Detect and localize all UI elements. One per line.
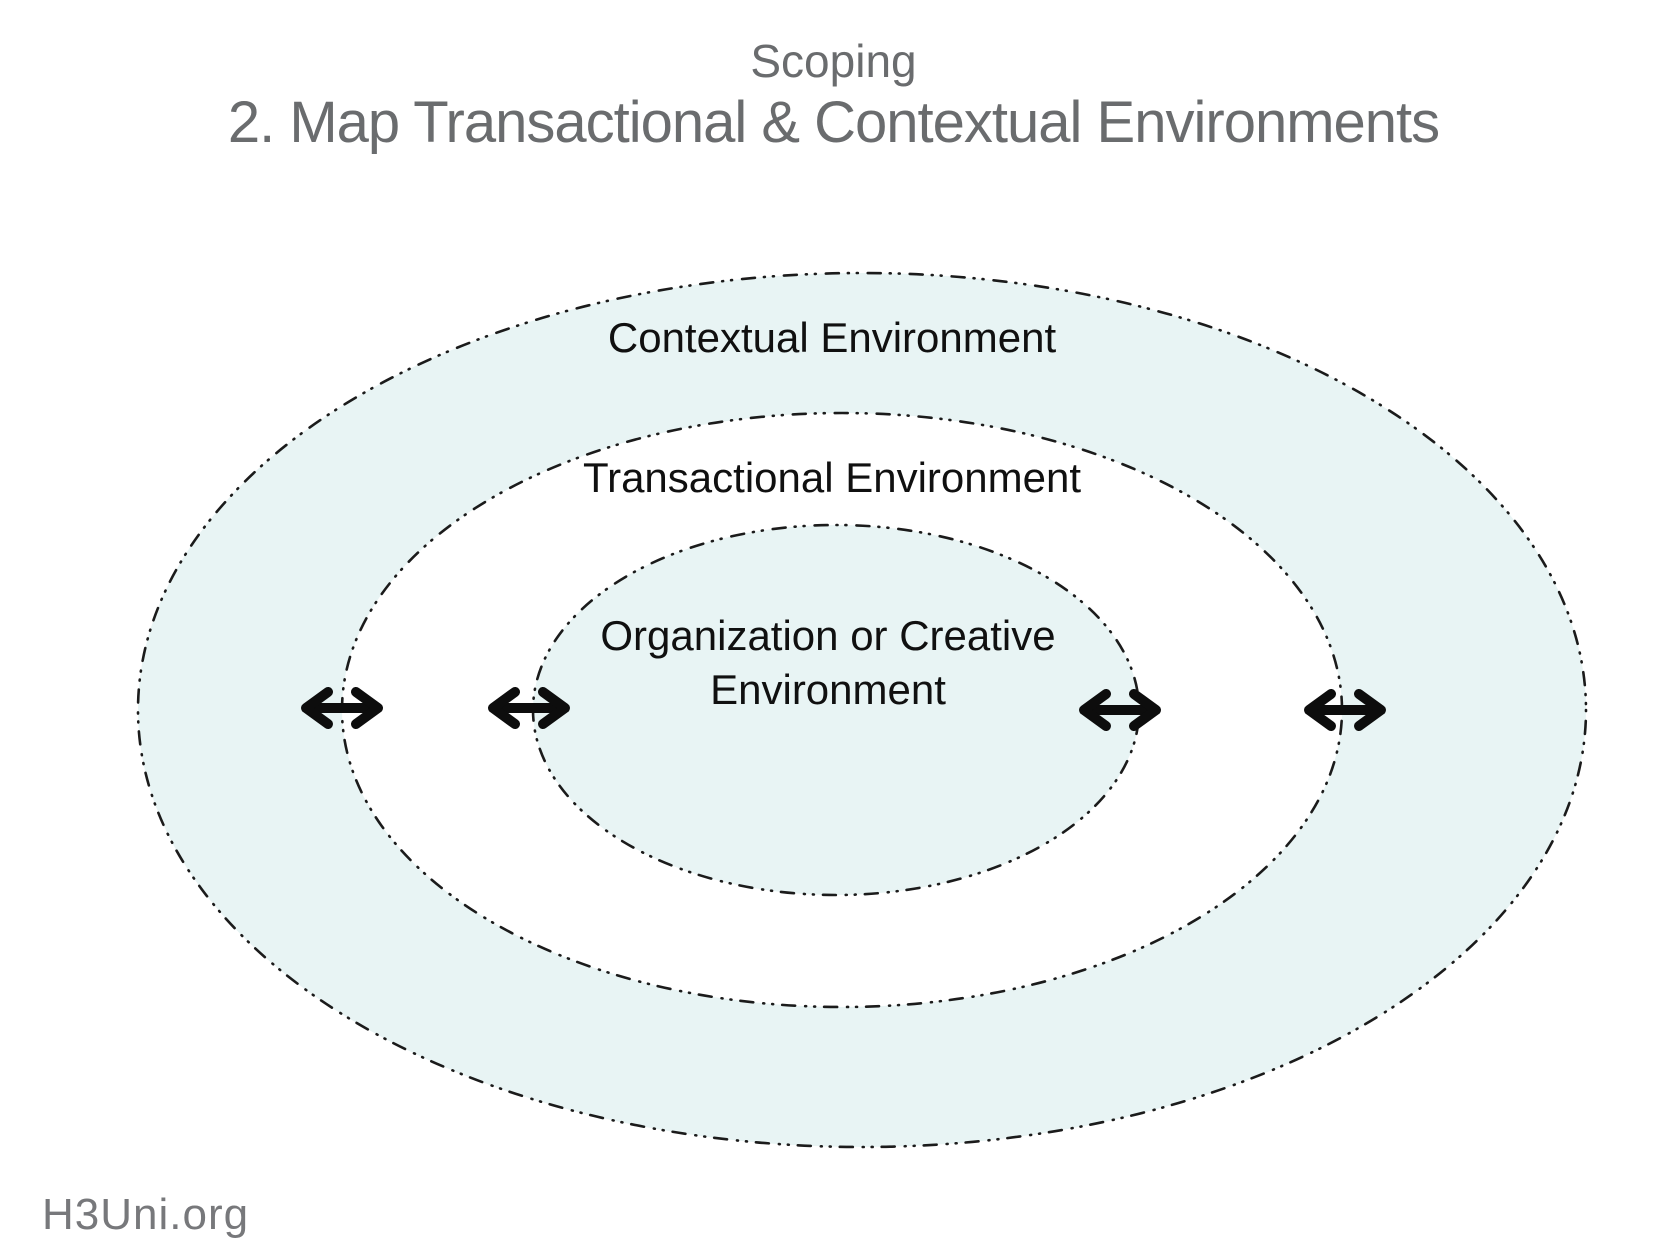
slide-title: Scoping 2. Map Transactional & Contextua… [0,36,1667,154]
slide-title-main: 2. Map Transactional & Contextual Enviro… [227,89,1440,155]
transactional-environment-label: Transactional Environment [582,454,1082,501]
slide-title-kicker: Scoping [750,35,917,87]
organization-environment-label-line1: Organization or Creative [600,612,1056,659]
contextual-environment-label: Contextual Environment [607,314,1057,361]
double-headed-arrow-icon [1304,689,1386,731]
double-headed-arrow-icon [301,687,383,729]
double-headed-arrow-icon [1079,689,1161,731]
h3uni-logo-text: H3Uni.org [42,1190,250,1239]
organization-environment-label-line2: Environment [710,666,946,713]
double-headed-arrow-icon [488,687,570,729]
